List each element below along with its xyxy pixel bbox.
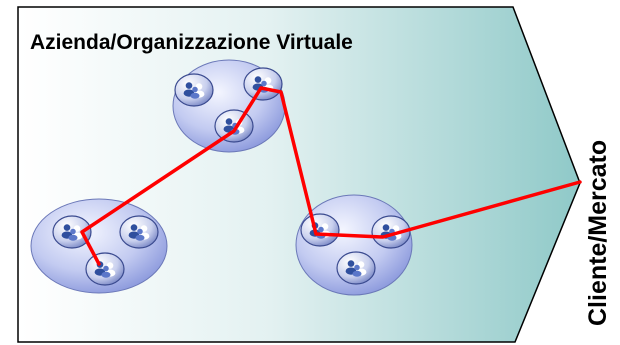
diagram-title: Azienda/Organizzazione Virtuale xyxy=(30,31,353,54)
people-node-icon xyxy=(52,215,92,249)
people-node-icon xyxy=(214,109,254,143)
people-node-icon xyxy=(336,251,376,285)
people-node-icon xyxy=(243,67,283,101)
people-node-icon xyxy=(119,215,159,249)
people-node-icon xyxy=(85,252,125,286)
people-node-icon xyxy=(174,73,214,107)
market-label: Cliente/Mercato xyxy=(584,140,612,326)
collaboration-link xyxy=(80,86,582,266)
people-node-icon xyxy=(300,213,340,247)
